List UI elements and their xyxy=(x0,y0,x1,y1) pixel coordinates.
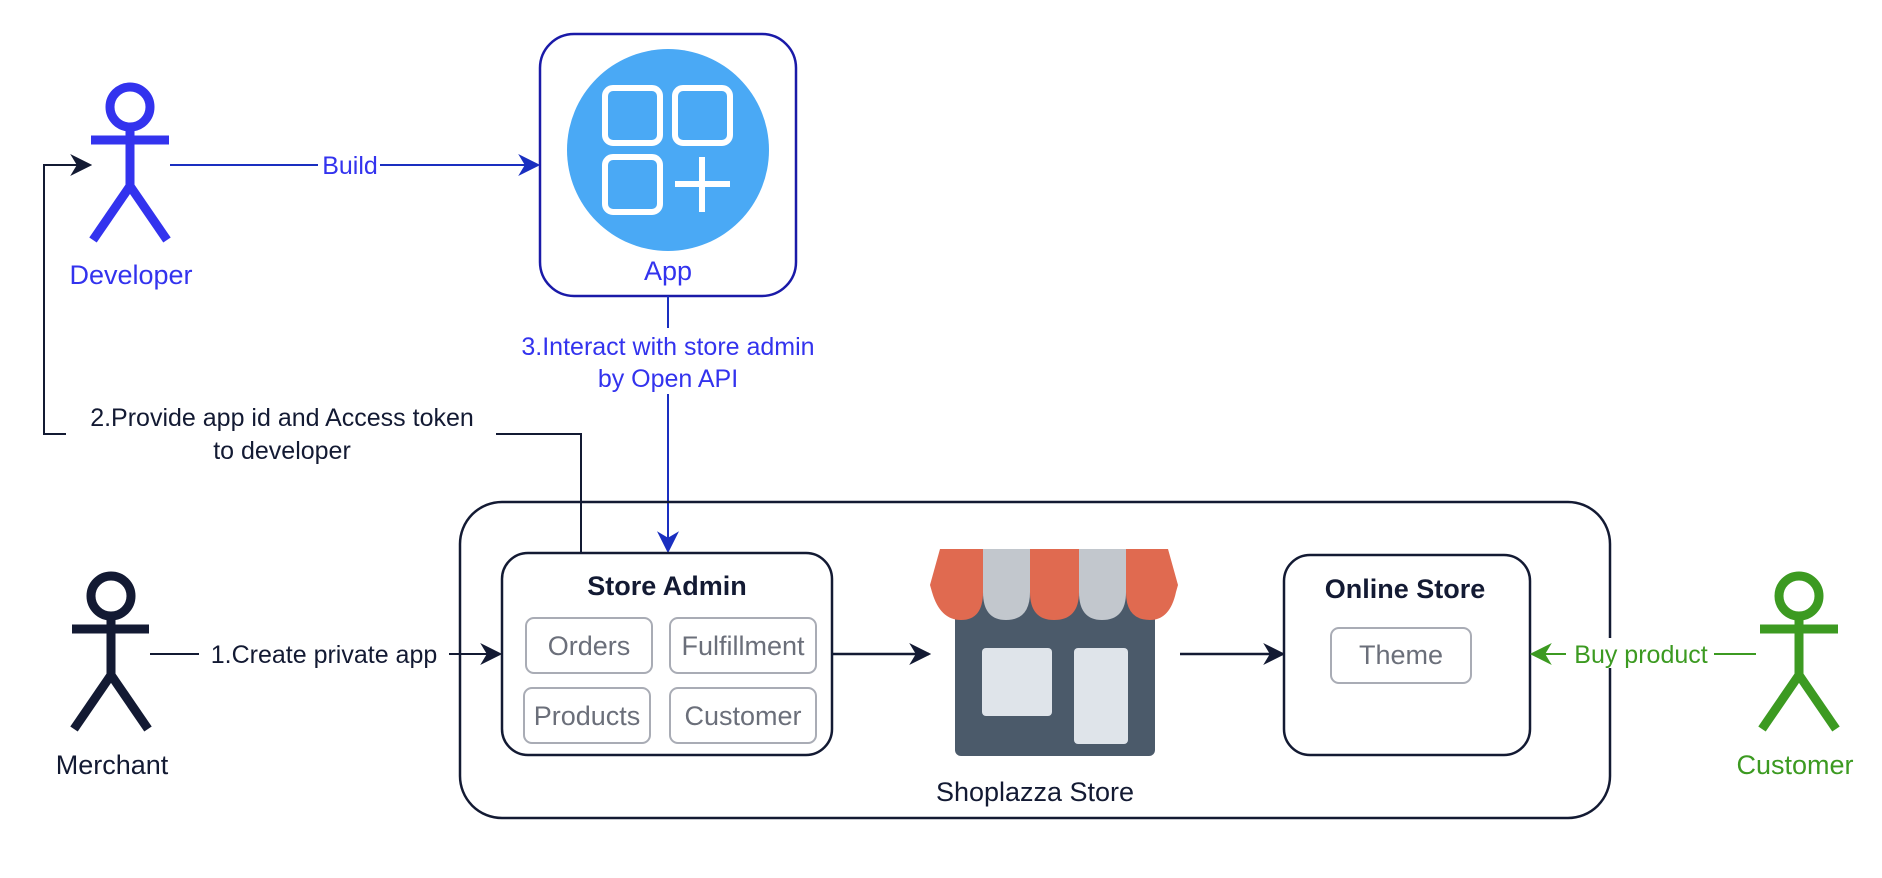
store-admin-item-customer[interactable]: Customer xyxy=(669,687,817,744)
create-edge: 1.Create private app xyxy=(150,638,503,669)
store-admin-title: Store Admin xyxy=(587,571,747,601)
developer-actor: Developer xyxy=(69,82,193,290)
provide-edge-label-line2: to developer xyxy=(213,437,351,465)
interact-edge: 3.Interact with store admin by Open API xyxy=(500,296,838,554)
svg-text:Theme: Theme xyxy=(1359,640,1443,670)
store-admin-node[interactable]: Store Admin Orders Fulfillment Products … xyxy=(500,551,834,757)
interact-edge-label-line2: by Open API xyxy=(598,365,738,393)
buy-product-edge-label: Buy product xyxy=(1574,641,1707,669)
developer-stick-figure-icon xyxy=(89,82,171,243)
store-admin-item-fulfillment[interactable]: Fulfillment xyxy=(669,617,817,674)
customer-stick-figure-icon xyxy=(1758,571,1840,732)
store-admin-item-orders[interactable]: Orders xyxy=(525,617,653,674)
merchant-actor: Merchant xyxy=(56,571,169,780)
developer-label: Developer xyxy=(69,260,192,290)
merchant-label: Merchant xyxy=(56,750,169,780)
merchant-stick-figure-icon xyxy=(70,571,152,732)
customer-actor: Customer xyxy=(1736,571,1854,780)
app-label: App xyxy=(644,256,692,286)
customer-label: Customer xyxy=(1736,750,1853,780)
interact-edge-label-line1: 3.Interact with store admin xyxy=(521,333,814,361)
svg-text:Products: Products xyxy=(534,701,641,731)
app-node[interactable]: App xyxy=(538,32,798,298)
online-store-node[interactable]: Online Store Theme xyxy=(1282,553,1532,757)
apps-add-icon xyxy=(567,49,769,251)
buy-product-edge: Buy product xyxy=(1529,638,1756,669)
store-admin-item-products[interactable]: Products xyxy=(523,687,651,744)
shoplazza-store-label: Shoplazza Store xyxy=(936,777,1134,807)
build-edge: Build xyxy=(170,150,541,180)
provide-edge-label-line1: 2.Provide app id and Access token xyxy=(90,404,474,432)
provide-edge: 2.Provide app id and Access token to dev… xyxy=(43,154,582,553)
svg-text:Orders: Orders xyxy=(548,631,631,661)
online-store-title: Online Store xyxy=(1325,574,1486,604)
build-edge-label: Build xyxy=(322,152,378,180)
svg-text:Fulfillment: Fulfillment xyxy=(681,631,805,661)
create-edge-label: 1.Create private app xyxy=(211,641,438,669)
storefront-icon xyxy=(930,549,1178,756)
online-store-item-theme[interactable]: Theme xyxy=(1330,627,1472,684)
svg-text:Customer: Customer xyxy=(684,701,801,731)
